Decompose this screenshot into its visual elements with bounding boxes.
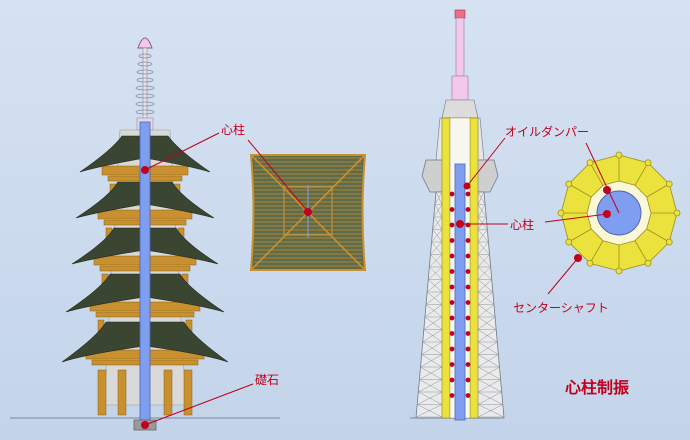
leader-plan-shinbashira (544, 213, 608, 223)
oil-damper-dot (449, 253, 455, 259)
leader-plan-shinbashira (247, 139, 309, 213)
marker-pagoda-shinbashira (141, 166, 149, 174)
oil-damper-dot (449, 207, 455, 212)
oil-damper-dot (449, 362, 455, 367)
marker-foundation-stone (141, 421, 149, 429)
oil-damper-dot (465, 191, 471, 197)
oil-damper-dot (465, 284, 471, 290)
tower-central-pillar (454, 163, 466, 421)
oil-damper-dot (465, 315, 471, 321)
oil-damper-dot (449, 331, 455, 336)
label-pagoda-shinbashira: 心柱 (221, 122, 245, 137)
oil-damper-markers (449, 191, 471, 398)
oil-damper-dot (465, 300, 471, 305)
antenna-mast (455, 17, 465, 77)
antenna-top (454, 9, 466, 19)
oil-damper-dot (449, 238, 455, 243)
oil-damper-dot (449, 300, 455, 305)
pagoda-finial (135, 37, 155, 131)
oil-damper-dot (465, 253, 471, 259)
marker-center-shaft (574, 254, 582, 262)
leader-center-shaft (547, 257, 579, 295)
diagram-title: 心柱制振 (565, 378, 629, 397)
oil-damper-dot (465, 269, 471, 274)
leader-plan-oil-damper (585, 142, 620, 214)
pagoda-annotations: 心柱 礎石 (141, 122, 279, 429)
oil-damper-dot (465, 362, 471, 367)
oil-damper-dot (465, 393, 471, 398)
label-oil-damper: オイルダンパー (505, 124, 589, 139)
leader-foundation-stone (144, 383, 254, 426)
oil-damper-dot (465, 207, 471, 212)
label-tower-shinbashira: 心柱 (510, 217, 534, 232)
marker-plan-tower-shinbashira (603, 210, 611, 218)
label-center-shaft: センターシャフト (513, 301, 609, 315)
oil-damper-dot (449, 346, 455, 352)
oil-damper-dot (465, 222, 471, 228)
oil-damper-dot (449, 222, 455, 228)
leader-oil-damper (466, 137, 506, 187)
oil-damper-dot (449, 284, 455, 290)
oil-damper-dot (449, 315, 455, 321)
marker-plan-oil-damper (603, 186, 611, 194)
oil-damper-dot (449, 377, 455, 383)
oil-damper-dot (465, 331, 471, 336)
tower-plan-view: センターシャフト (513, 142, 681, 315)
oil-damper-dot (449, 191, 455, 197)
tower-annotations: オイルダンパー 心柱 (456, 124, 589, 232)
center-shaft-left (441, 117, 451, 419)
leader-pagoda-shinbashira (144, 132, 220, 171)
label-foundation-stone: 礎石 (255, 373, 279, 387)
oil-damper-dot (465, 377, 471, 383)
oil-damper-dot (449, 269, 455, 274)
oil-damper-dot (465, 238, 471, 243)
center-shaft-right (469, 117, 479, 419)
pagoda-plan-view (247, 139, 367, 271)
pagoda (10, 37, 280, 431)
tower (410, 9, 505, 421)
oil-damper-dot (449, 393, 455, 398)
oil-damper-dot (465, 346, 471, 352)
